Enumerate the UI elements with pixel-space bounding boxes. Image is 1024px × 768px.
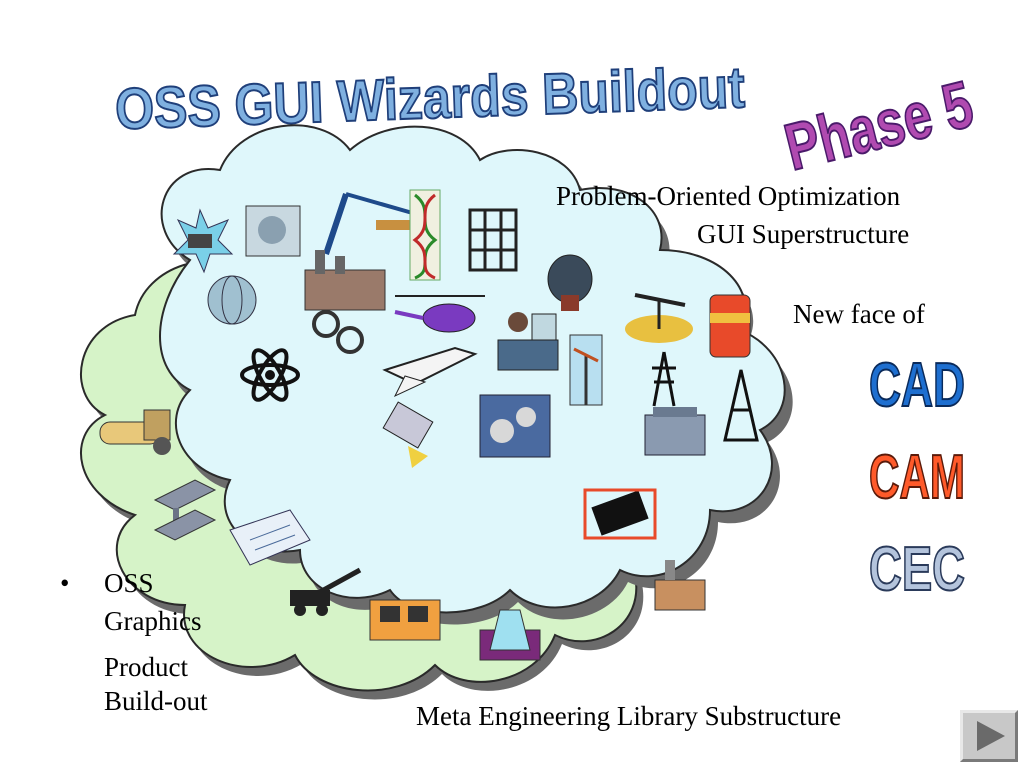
superstructure-label-line1: Problem-Oriented Optimization bbox=[556, 181, 901, 211]
lab-workstation-icon bbox=[497, 312, 559, 371]
chip-icon bbox=[172, 208, 234, 274]
oil-pump-icon bbox=[625, 293, 693, 343]
bullet-line-1: OSS bbox=[104, 568, 154, 598]
excavator-icon bbox=[290, 567, 362, 616]
bullet-line-2: Graphics bbox=[104, 606, 202, 636]
drill-icon bbox=[382, 401, 434, 468]
lab-beaker-icon bbox=[479, 609, 541, 661]
slide-title: OSS GUI Wizards Buildout bbox=[113, 54, 747, 143]
bullet-dot: • bbox=[60, 568, 70, 598]
blueprint-icon bbox=[229, 509, 311, 566]
factory-icon bbox=[304, 250, 386, 311]
bullet-line-4: Build-out bbox=[104, 686, 208, 716]
dna-icon bbox=[409, 189, 441, 281]
helicopter-icon bbox=[394, 295, 485, 333]
crane-icon bbox=[323, 192, 417, 255]
badge-cec: CEC bbox=[869, 535, 965, 604]
microchip-icon bbox=[583, 488, 657, 540]
bullet-line-3: Product bbox=[104, 652, 188, 682]
bullet-list: • OSS Graphics Product Build-out bbox=[60, 568, 260, 718]
gears-icon bbox=[479, 394, 551, 458]
cloud-illustration bbox=[80, 124, 793, 700]
new-face-label: New face of bbox=[793, 299, 925, 329]
computer-operator-icon bbox=[369, 599, 441, 641]
play-triangle-icon bbox=[977, 721, 1005, 751]
refinery-icon bbox=[654, 560, 706, 611]
substructure-label: Meta Engineering Library Substructure bbox=[416, 701, 842, 731]
canister-icon bbox=[709, 294, 751, 358]
oil-rig-icon bbox=[723, 369, 759, 442]
power-tower-icon bbox=[652, 351, 676, 407]
windmill-icon bbox=[569, 334, 603, 406]
atom-icon bbox=[240, 348, 300, 402]
chain-icon bbox=[312, 310, 364, 354]
roller-icon bbox=[99, 409, 171, 455]
satellite-icon bbox=[245, 205, 301, 257]
steel-beam-icon bbox=[153, 479, 217, 541]
badge-cam: CAM bbox=[869, 443, 965, 512]
scaffold-icon bbox=[468, 208, 518, 272]
engine-icon bbox=[644, 407, 706, 456]
badge-stack: CAD CAM CEC bbox=[868, 350, 966, 605]
furnace-icon bbox=[547, 254, 593, 311]
space-shuttle-icon bbox=[382, 346, 478, 398]
phase-label: Phase 5 bbox=[777, 65, 981, 185]
globe-icon bbox=[207, 275, 257, 325]
next-slide-button[interactable] bbox=[960, 710, 1018, 762]
superstructure-label-line2: GUI Superstructure bbox=[697, 219, 910, 249]
badge-cad: CAD bbox=[869, 351, 965, 420]
